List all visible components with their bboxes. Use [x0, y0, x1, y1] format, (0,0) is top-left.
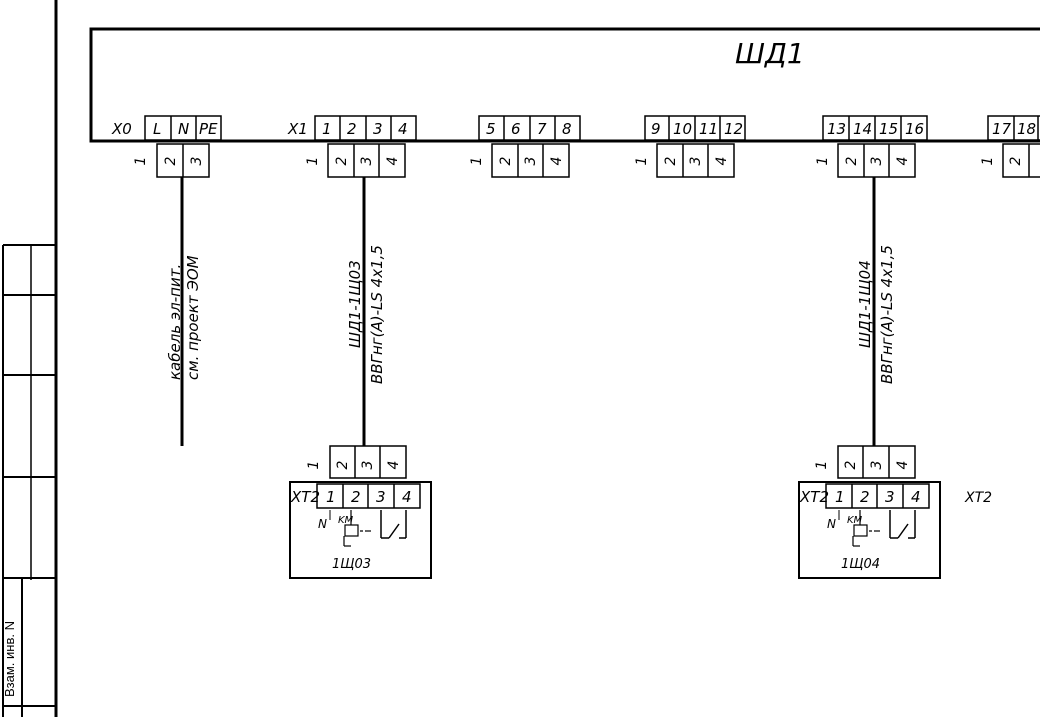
- strip-label-x1: X1: [287, 120, 308, 138]
- terminal-label: 13: [827, 120, 846, 138]
- terminal-label: PE: [199, 120, 218, 138]
- pin-number: 3: [360, 461, 376, 470]
- device-1sch03: 1 2 3 4 XT2 1 2 3 4 N KM 1Щ03: [289, 445, 432, 579]
- pin-number: 2: [844, 156, 860, 165]
- contact-switch-icon: [889, 510, 916, 539]
- device-pin-label: 1: [835, 488, 845, 506]
- pin-number: 1: [305, 157, 321, 166]
- pin-number: 4: [386, 461, 402, 470]
- pin-number: 3: [523, 157, 539, 166]
- terminal-label: 16: [905, 120, 924, 138]
- device-pin-label: 4: [402, 488, 412, 506]
- pin-number: 4: [895, 157, 911, 166]
- terminal-label: 15: [879, 120, 898, 138]
- pin-number: 3: [869, 157, 885, 166]
- connector-blocks: 1 2 3 1 2 3 4 1 2 3 4 1 2 3 4 1 2 3 4 1: [133, 143, 1040, 178]
- device-name: 1Щ04: [841, 557, 880, 572]
- pin-number: 2: [163, 156, 179, 165]
- pin-number: 4: [895, 461, 911, 470]
- terminal-label: L: [153, 120, 161, 138]
- pin-number: 1: [815, 157, 831, 166]
- terminal-label: N: [178, 120, 189, 138]
- pin-number: 4: [549, 157, 565, 166]
- cable-label-line1: ШД1-1Щ03: [346, 260, 364, 348]
- coil-label: KM: [338, 515, 354, 526]
- neutral-label: N: [318, 517, 327, 531]
- terminal-label: 17: [992, 120, 1012, 138]
- pin-number: 1: [634, 157, 650, 166]
- pin-number: 2: [335, 460, 351, 469]
- cable-label-line2: см. проект ЭОМ: [184, 255, 202, 380]
- stamp-label: Взам. инв. N: [2, 621, 17, 697]
- terminal-label: 5: [486, 120, 496, 138]
- device-pin-label: 3: [885, 488, 895, 506]
- terminal-label: 1: [322, 120, 332, 138]
- pin-number: 3: [189, 157, 205, 166]
- device-pin-label: 1: [326, 488, 336, 506]
- terminal-label: 10: [673, 120, 692, 138]
- pin-number: 3: [688, 157, 704, 166]
- pin-number: 2: [1008, 156, 1024, 165]
- cable-label-line2: ВВГнг(А)-LS 4x1,5: [878, 245, 896, 384]
- device-pin-label: 4: [911, 488, 921, 506]
- pin-number: 2: [843, 460, 859, 469]
- device-pin-label: 2: [860, 488, 870, 506]
- contactor-coil-icon: [852, 510, 880, 547]
- device-strip-label: XT2: [799, 488, 829, 506]
- cable-label-line1: кабель эл-пит.: [166, 264, 184, 380]
- pin-number: 2: [334, 156, 350, 165]
- coil-label: KM: [847, 515, 863, 526]
- terminal-label: 12: [724, 120, 743, 138]
- terminal-label: 4: [398, 120, 408, 138]
- panel-outline: ШД1: [89, 27, 1040, 143]
- pin-number: 1: [980, 157, 996, 166]
- contactor-coil-icon: [343, 510, 371, 547]
- terminal-label: 9: [651, 120, 661, 138]
- terminal-label: 7: [537, 120, 547, 138]
- pin-number: 4: [714, 157, 730, 166]
- pin-number: 1: [306, 461, 322, 470]
- pin-number: 3: [359, 157, 375, 166]
- terminal-label: 3: [373, 120, 383, 138]
- pin-number: 4: [385, 157, 401, 166]
- neutral-label: N: [827, 517, 836, 531]
- device-pin-label: 3: [376, 488, 386, 506]
- extra-strip-label: XT2: [964, 490, 992, 506]
- cables: кабель эл-пит. см. проект ЭОМ ШД1-1Щ03 В…: [166, 177, 896, 446]
- cable-label-line1: ШД1-1Щ04: [856, 260, 874, 348]
- terminal-label: 18: [1017, 120, 1036, 138]
- pin-number: 1: [469, 157, 485, 166]
- terminal-label: 14: [853, 120, 872, 138]
- pin-number: 2: [498, 156, 514, 165]
- contact-switch-icon: [380, 510, 407, 539]
- pin-number: 3: [869, 461, 885, 470]
- title-block: Взам. инв. N: [2, 0, 58, 717]
- terminal-label: 6: [511, 120, 521, 138]
- terminal-strip-x0: X0 L N PE: [111, 115, 222, 141]
- terminal-strip-x1: X1 1 2 3 4 5 6 7 8 9 10 11 12 13 14 15 1…: [287, 115, 1040, 141]
- device-name: 1Щ03: [332, 557, 371, 572]
- terminal-label: 2: [347, 120, 357, 138]
- cable-label-line2: ВВГнг(А)-LS 4x1,5: [368, 245, 386, 384]
- pin-number: 1: [133, 157, 149, 166]
- strip-label-x0: X0: [111, 120, 132, 138]
- pin-number: 1: [814, 461, 830, 470]
- device-pin-label: 2: [351, 488, 361, 506]
- device-strip-label: XT2: [290, 488, 320, 506]
- terminal-label: 8: [562, 120, 572, 138]
- device-1sch04: 1 2 3 4 XT2 1 2 3 4 N KM 1Щ04 XT2: [798, 445, 992, 579]
- pin-number: 2: [663, 156, 679, 165]
- terminal-label: 11: [699, 120, 718, 138]
- panel-title: ШД1: [735, 37, 805, 70]
